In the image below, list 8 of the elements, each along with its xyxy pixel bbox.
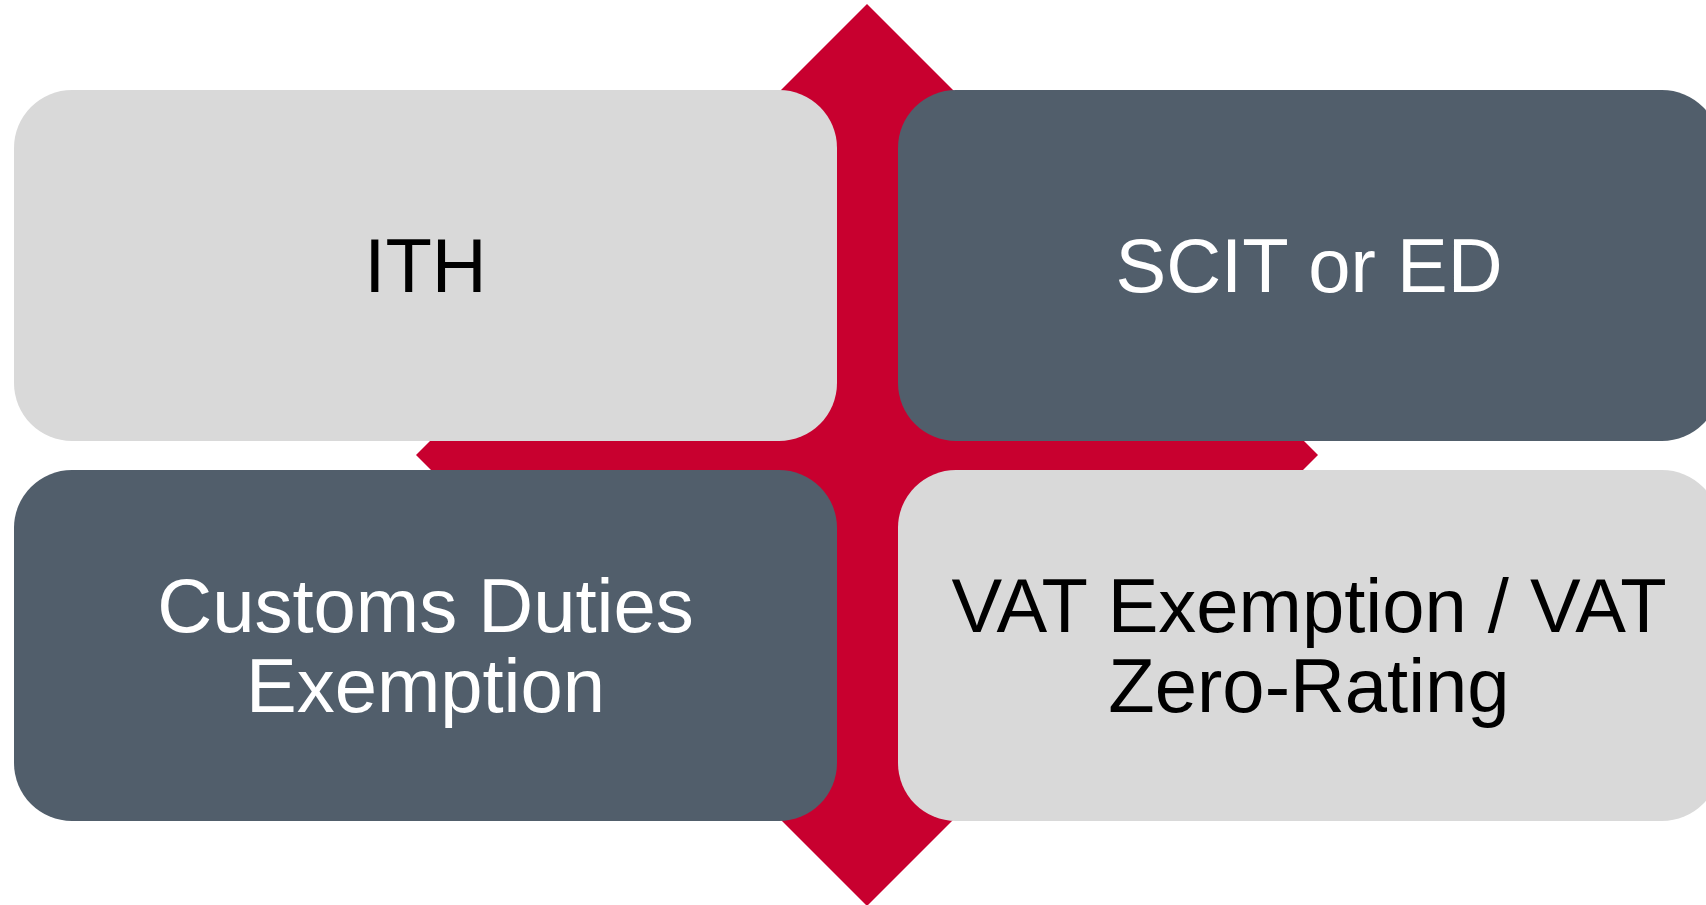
box-label: Customs Duties Exemption: [156, 565, 695, 726]
rounded-box: [898, 90, 1706, 441]
box-label: SCIT or ED: [1115, 225, 1503, 306]
rounded-box: [14, 90, 837, 441]
box-label: VAT Exemption / VAT Zero-Rating: [950, 565, 1668, 726]
box-label: ITH: [364, 225, 487, 306]
rounded-box: [898, 470, 1706, 821]
rounded-box: [14, 470, 837, 821]
